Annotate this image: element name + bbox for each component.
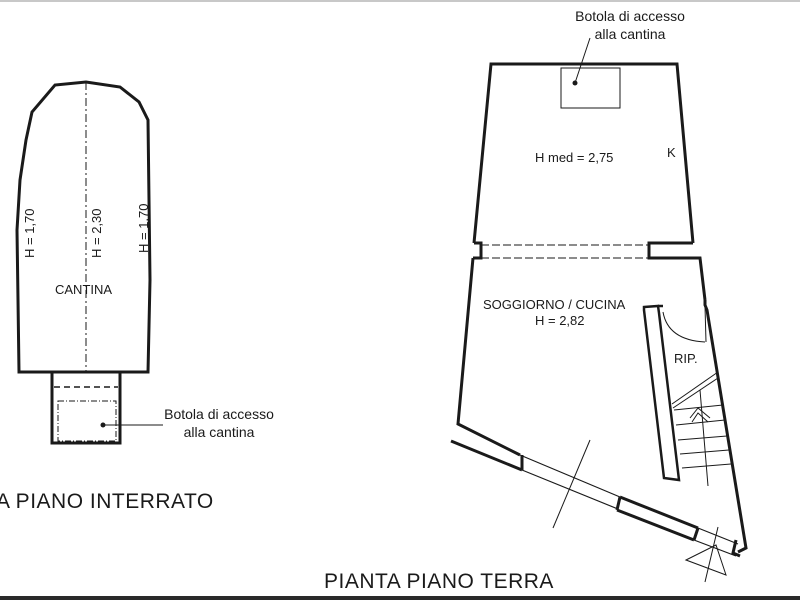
stair-direction-icon — [689, 407, 711, 419]
note-line-1: Botola di accesso — [164, 406, 274, 422]
storage-label: RIP. — [674, 351, 698, 366]
upper-room-marker: K — [667, 145, 676, 160]
basement-title: A PIANO INTERRATO — [0, 490, 214, 513]
note-line-2: alla cantina — [183, 424, 255, 440]
bottom-rule — [0, 596, 800, 600]
upper-room-walls — [472, 62, 695, 244]
height-label-left: H = 1,70 — [22, 208, 37, 258]
storage-door-swing — [662, 311, 706, 343]
main-room-right-wall — [703, 300, 748, 554]
note-line-1: Botola di accesso — [575, 8, 685, 24]
basement-trapdoor — [57, 400, 117, 442]
main-room-left-wall — [456, 257, 521, 457]
front-wall — [450, 439, 741, 583]
note-line-2: alla cantina — [594, 26, 666, 42]
ground-trapdoor-note: Botola di accesso alla cantina — [565, 7, 695, 43]
cantina-label: CANTINA — [55, 282, 113, 297]
ground-floor-title: PIANTA PIANO TERRA — [324, 570, 554, 593]
cantina-entry — [50, 372, 122, 445]
main-room-height: H = 2,82 — [535, 313, 585, 328]
height-label-right: H = 1,70 — [136, 203, 151, 253]
basement-trapdoor-note: Botola di accesso alla cantina — [154, 405, 284, 441]
staircase — [671, 371, 732, 487]
ground-floor-plan — [450, 37, 748, 583]
basement-plan — [15, 80, 163, 445]
upper-room-height: H med = 2,75 — [535, 150, 614, 165]
ground-trapdoor — [560, 67, 621, 109]
top-rule — [0, 0, 800, 2]
ground-trapdoor-leader — [574, 37, 591, 84]
main-room-name: SOGGIORNO / CUCINA — [483, 297, 626, 312]
height-label-center: H = 2,30 — [89, 208, 104, 258]
entrance-arrow-icon — [684, 544, 727, 576]
